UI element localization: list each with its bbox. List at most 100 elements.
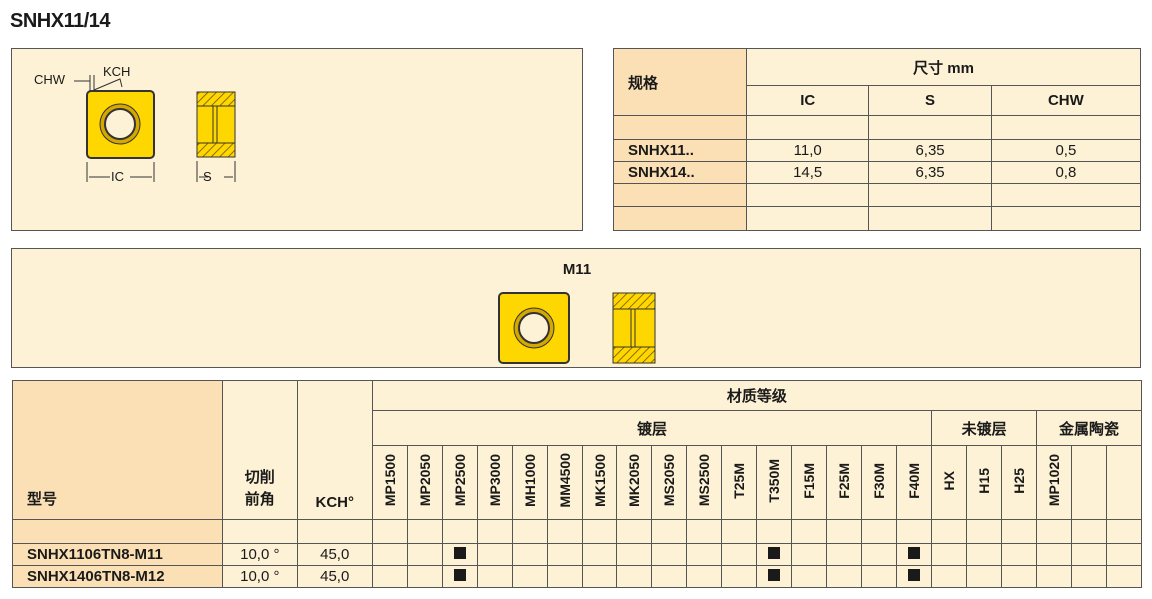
- grade-header: MS2050: [651, 445, 688, 520]
- grade-header: MH1000: [511, 445, 548, 520]
- grade-header: MM4500: [546, 445, 583, 520]
- cell: [791, 519, 828, 544]
- grade-label: MM4500: [556, 453, 573, 508]
- grade-header: MK1500: [581, 445, 618, 520]
- row-name: [613, 206, 747, 231]
- grade-cell: [1071, 565, 1108, 588]
- chipbreaker-insert-image: [498, 292, 656, 364]
- kch-cell: 45,0: [296, 565, 373, 588]
- material-header: 材质等级: [371, 380, 1143, 411]
- cell: [296, 519, 373, 544]
- ic-label: IC: [111, 169, 124, 184]
- grade-cell: [966, 565, 1003, 588]
- grade-cell: [616, 543, 653, 566]
- grade-label: HX: [941, 470, 958, 491]
- grade-cell: [756, 565, 793, 588]
- grade-cell: [721, 565, 758, 588]
- grade-cell: [511, 565, 548, 588]
- kch-label: KCH: [103, 64, 131, 79]
- grade-header: MS2500: [686, 445, 723, 520]
- cell: 6,35: [868, 139, 992, 162]
- grade-cell: [756, 543, 793, 566]
- insert-diagram: [74, 75, 236, 182]
- grade-label: T25M: [731, 462, 748, 499]
- cell: 0,5: [990, 139, 1142, 162]
- grade-cell: [1071, 543, 1108, 566]
- grade-cell: [406, 543, 443, 566]
- grade-cell: [686, 565, 723, 588]
- cell: [721, 519, 758, 544]
- cell: [745, 115, 870, 140]
- grade-label: MS2500: [696, 454, 713, 507]
- grade-cell: [686, 543, 723, 566]
- cell: [990, 206, 1142, 231]
- grade-label: F15M: [801, 462, 818, 499]
- cell: [990, 183, 1142, 207]
- group-header: 镀层: [371, 410, 933, 446]
- chipbreaker-title: M11: [562, 261, 592, 278]
- cell: [861, 519, 898, 544]
- grade-cell: [476, 565, 513, 588]
- cell: 0,8: [990, 161, 1142, 184]
- grade-cell: [371, 565, 408, 588]
- grade-header: [1106, 445, 1142, 520]
- grade-cell: [651, 543, 688, 566]
- cell: [616, 519, 653, 544]
- grade-label: MS2050: [661, 454, 678, 507]
- grade-cell: [651, 565, 688, 588]
- cell: [990, 115, 1142, 140]
- rake-header: 切削前角: [221, 380, 298, 520]
- grade-header: H25: [1001, 445, 1038, 520]
- grade-header: MP2050: [406, 445, 443, 520]
- grade-cell: [511, 543, 548, 566]
- table-row: [613, 183, 1142, 207]
- grade-cell: [896, 565, 933, 588]
- cell: [686, 519, 723, 544]
- grade-cell: [861, 565, 898, 588]
- cell: [406, 519, 443, 544]
- cell: [1106, 519, 1142, 544]
- grade-cell: [1001, 543, 1038, 566]
- model-cell: SNHX1106TN8-M11: [12, 543, 223, 566]
- grade-cell: [406, 565, 443, 588]
- ic-header: IC: [745, 85, 870, 116]
- cell: [896, 519, 933, 544]
- grade-header: MK2050: [616, 445, 653, 520]
- group-header: 金属陶瓷: [1036, 410, 1142, 446]
- cell: 6,35: [868, 161, 992, 184]
- insert-diagram-panel: CHW KCH IC S: [11, 48, 583, 231]
- rake-header-line: 前角: [244, 491, 275, 508]
- grade-label: F40M: [906, 462, 923, 499]
- grade-cell: [546, 565, 583, 588]
- available-mark-icon: [453, 547, 466, 559]
- grade-header: F40M: [896, 445, 933, 520]
- grade-label: H25: [1011, 467, 1028, 494]
- grade-header: F15M: [791, 445, 828, 520]
- row-name: [613, 183, 747, 207]
- cell: [868, 206, 992, 231]
- grade-cell: [896, 543, 933, 566]
- cell: [581, 519, 618, 544]
- rake-cell: 10,0 °: [221, 543, 298, 566]
- grade-label: T350M: [766, 458, 783, 503]
- cell: [966, 519, 1003, 544]
- grade-cell: [826, 565, 863, 588]
- cell: [756, 519, 793, 544]
- grade-cell: [861, 543, 898, 566]
- rake-cell: 10,0 °: [221, 565, 298, 588]
- grade-cell: [931, 565, 968, 588]
- chipbreaker-panel: M11: [11, 248, 1141, 368]
- row-name: [613, 115, 747, 140]
- kch-cell: 45,0: [296, 543, 373, 566]
- grade-label: MP3000: [486, 454, 503, 507]
- grade-header: F25M: [826, 445, 863, 520]
- chw-header: CHW: [990, 85, 1142, 116]
- available-mark-icon: [453, 569, 466, 581]
- grade-cell: [371, 543, 408, 566]
- grade-label: MP1500: [381, 454, 398, 507]
- grade-cell: [1036, 543, 1073, 566]
